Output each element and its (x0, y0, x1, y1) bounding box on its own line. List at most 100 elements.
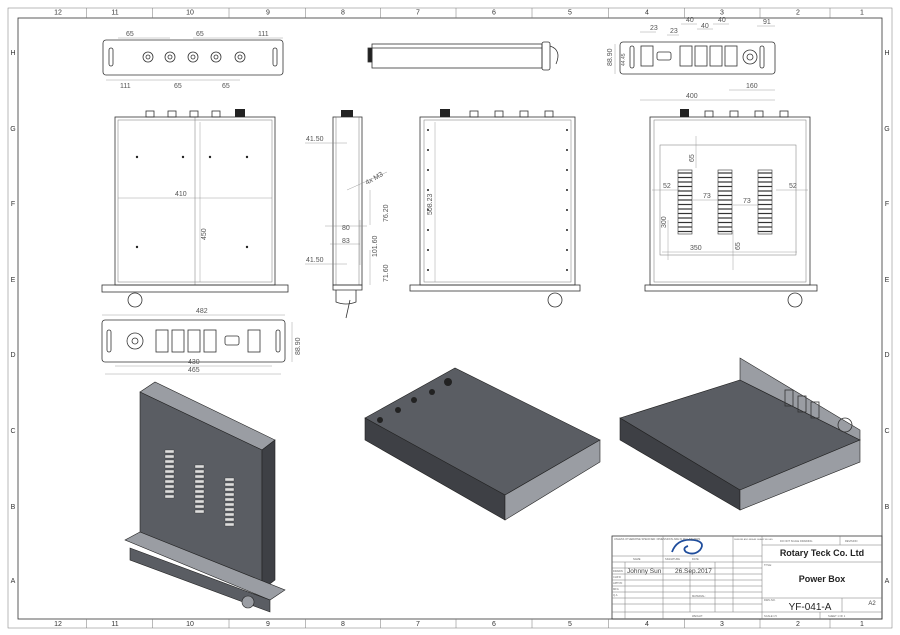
zone-row-label: D (10, 352, 15, 359)
zone-row-label: E (11, 277, 16, 284)
zone-row-label: C (10, 428, 15, 435)
drawn-by-name: Johnny Sun (627, 568, 662, 575)
drawing-border (17, 17, 883, 620)
dim-label: 41.50 (306, 257, 324, 264)
plan-view: 508.23 (409, 109, 581, 308)
dim-label: 88.90 (295, 337, 302, 355)
zone-row-label: B (11, 504, 16, 511)
dim-label: 160 (746, 83, 758, 90)
zone-row-label: A (885, 578, 890, 585)
dim-label: 91 (763, 19, 771, 26)
zone-column-label: 10 (186, 621, 194, 628)
dim-label: 65 (735, 242, 742, 250)
zone-column-label: 4 (645, 10, 649, 17)
dim-label: 400 (686, 93, 698, 100)
sheet-label: SHEET 1 OF 1 (828, 614, 846, 618)
zone-row-label: G (884, 126, 889, 133)
zone-column-label: 10 (186, 10, 194, 17)
zone-row-label: D (884, 352, 889, 359)
approval-row-label: MFG (613, 587, 619, 591)
dim-label: 88.90 (607, 48, 614, 66)
terminal-strip (194, 464, 205, 514)
zone-column-label: 9 (266, 621, 270, 628)
deburr-note: DEBURR AND BREAK SHARP EDGES (734, 538, 773, 541)
company-logo (671, 538, 703, 555)
dim-label: 73 (743, 198, 751, 205)
dim-label: 410 (175, 191, 187, 198)
dim-label: 111 (120, 83, 131, 90)
screw-hole (427, 129, 429, 131)
screw-hole (427, 269, 429, 271)
zone-column-label: 9 (266, 10, 270, 17)
drawn-date: 26.Sep.2017 (675, 568, 712, 575)
scale-label: SCALE:1:5 (764, 614, 777, 618)
zone-column-label: 1 (860, 10, 864, 17)
isometric-view-top (364, 367, 601, 521)
dim-label: 71.60 (383, 264, 390, 282)
rear-panel-top-view: 23 23 40 40 40 91 160 400 88.90 44.45 (607, 17, 776, 101)
dim-label: 65 (174, 83, 182, 90)
zone-row-label: H (10, 50, 15, 57)
zone-row-label: F (885, 201, 889, 208)
dim-label: 450 (201, 228, 208, 240)
dim-label: 65 (196, 31, 204, 38)
isometric-view-rear (619, 357, 861, 511)
dim-label: 300 (661, 216, 668, 228)
zone-row-label: E (885, 277, 890, 284)
isometric-view-upright (124, 381, 286, 613)
front-plan-view: 410 450 (101, 109, 289, 308)
revision-label: REVISION (845, 539, 858, 543)
dwg-no-label: DWG NO. (764, 598, 776, 602)
date-label: DATE (692, 557, 699, 561)
approval-row-label: APPV'D (613, 581, 622, 585)
weight-label: WEIGHT: (692, 614, 703, 618)
screw-hole (566, 149, 568, 151)
rear-panel-bottom-view: 482 430 465 88.90 (101, 308, 302, 375)
dim-label: 65 (222, 83, 230, 90)
zone-column-label: 8 (341, 621, 345, 628)
dim-label: 482 (196, 308, 208, 315)
dim-label: 40 (701, 23, 709, 30)
dim-label: 44.45 (621, 53, 627, 66)
zone-column-label: 5 (568, 621, 572, 628)
screw-hole (566, 209, 568, 211)
dim-label: 4x M3 (365, 171, 385, 187)
zone-row-label: C (884, 428, 889, 435)
zone-column-label: 2 (796, 621, 800, 628)
zone-column-label: 8 (341, 10, 345, 17)
title-label: TITLE: (764, 563, 772, 567)
dim-label: 508.23 (427, 193, 434, 215)
front-panel-top-view: 65 65 111 111 65 65 (102, 31, 284, 90)
dim-label: 83 (342, 238, 350, 245)
approval-row-label: Q.A (613, 593, 618, 597)
screw-hole (566, 229, 568, 231)
screw-hole (427, 229, 429, 231)
zone-column-label: 5 (568, 10, 572, 17)
dim-label: 23 (670, 28, 678, 35)
name-label: NAME (633, 557, 641, 561)
screw-hole (427, 169, 429, 171)
dim-label: 111 (258, 31, 269, 38)
screw-hole (566, 269, 568, 271)
dim-label: 52 (663, 183, 671, 190)
terminal-strip (757, 169, 773, 235)
zone-row-label: A (11, 578, 16, 585)
zone-column-label: 6 (492, 621, 496, 628)
signature-label: SIGNATURE (665, 557, 680, 561)
dim-label: 65 (126, 31, 134, 38)
zone-column-label: 3 (720, 10, 724, 17)
zone-row-label: H (884, 50, 889, 57)
screw-hole (566, 129, 568, 131)
zone-row-label: F (11, 201, 15, 208)
title-block: UNLESS OTHERWISE SPECIFIED: DIMENSIONS A… (611, 535, 883, 620)
zone-column-label: 11 (111, 10, 118, 17)
terminal-strip (677, 169, 693, 235)
zone-column-label: 7 (416, 10, 420, 17)
dim-label: 80 (342, 225, 350, 232)
zone-column-label: 7 (416, 621, 420, 628)
dim-label: 73 (703, 193, 711, 200)
screw-hole (427, 189, 429, 191)
dim-label: 350 (690, 245, 702, 252)
drawing-number: YF-041-A (789, 602, 832, 613)
